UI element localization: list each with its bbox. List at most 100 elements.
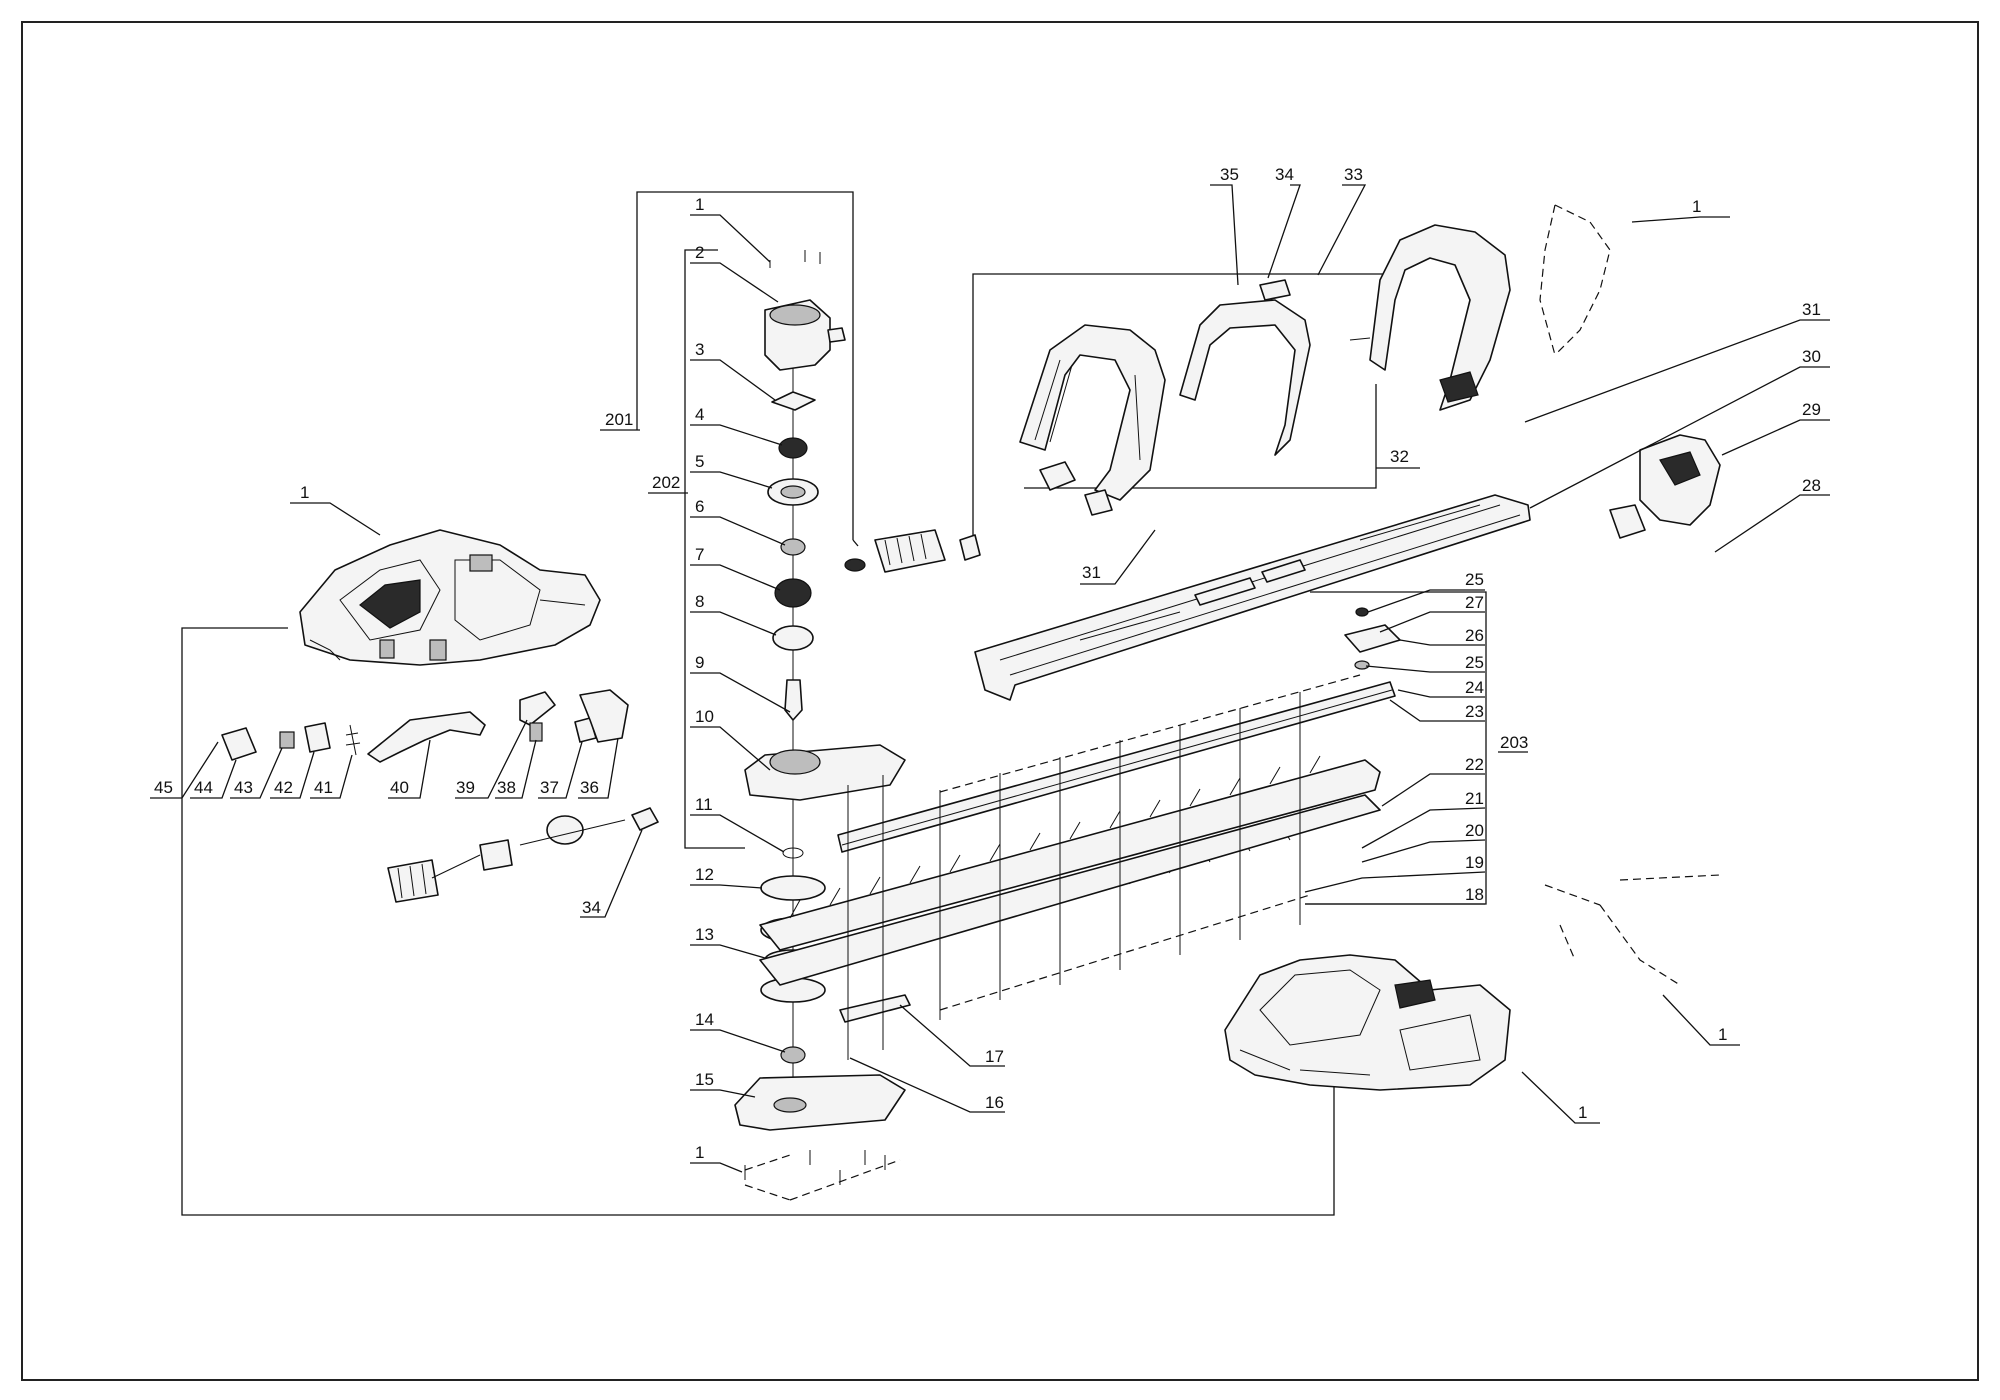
leader-line: [580, 829, 643, 918]
leader-line: [1524, 319, 1830, 423]
leader-line: [1631, 216, 1730, 223]
callout-label: 32: [1390, 447, 1409, 466]
leader-line: [1304, 871, 1486, 893]
leader-line: [1361, 807, 1486, 849]
callout-labels: 1234567891011121314151161718192021222324…: [154, 165, 1821, 1162]
leader-line: [455, 719, 528, 799]
callout-label: 37: [540, 778, 559, 797]
callout-label: 20: [1465, 821, 1484, 840]
callout-label: 2: [695, 243, 704, 262]
callout-label: 25: [1465, 653, 1484, 672]
leader-line: [495, 739, 537, 799]
callout-label: 44: [194, 778, 213, 797]
leader-line: [690, 359, 776, 401]
part-41-spring: [345, 724, 361, 756]
gearbox-cover: [734, 1074, 906, 1131]
callout-label: 36: [580, 778, 599, 797]
leader-line: [690, 884, 763, 889]
leader-line: [310, 754, 353, 799]
callout-label: 19: [1465, 853, 1484, 872]
leader-line: [230, 747, 283, 799]
rear-housing-left-half: [299, 529, 601, 666]
callout-label: 5: [695, 452, 704, 471]
rear-grip-29: [1609, 434, 1721, 539]
leader-line: [690, 672, 791, 713]
leader-line: [690, 726, 771, 771]
callout-label: 27: [1465, 593, 1484, 612]
callout-label: 30: [1802, 347, 1821, 366]
leader-line: [690, 214, 771, 263]
leader-line: [1381, 773, 1485, 807]
callout-label: 1: [695, 195, 704, 214]
part-39: [519, 691, 556, 726]
handle-bracket-right: [1349, 204, 1611, 411]
leader-line: [690, 471, 773, 489]
callout-label: 34: [582, 898, 601, 917]
part-34-lower: [631, 807, 659, 831]
assembly-45-box: [181, 627, 1335, 1216]
callout-label: 21: [1465, 789, 1484, 808]
leader-line: [690, 1162, 743, 1173]
leader-lines: [150, 184, 1830, 1173]
callout-label: 40: [390, 778, 409, 797]
callout-label: 18: [1465, 885, 1484, 904]
leader-line: [190, 759, 237, 799]
callout-label: 1: [300, 483, 309, 502]
callout-label: 38: [497, 778, 516, 797]
leader-line: [690, 516, 786, 546]
leader-line: [1521, 1071, 1600, 1124]
part-42: [304, 722, 331, 753]
callout-label: 31: [1802, 300, 1821, 319]
callout-label: 45: [154, 778, 173, 797]
callout-label: 34: [1275, 165, 1294, 184]
callout-label: 14: [695, 1010, 714, 1029]
leader-line: [690, 1089, 756, 1098]
switch-parts-row: [221, 689, 629, 763]
leader-line: [1267, 184, 1301, 279]
front-handle-outer: [1019, 324, 1166, 516]
leader-line: [150, 741, 219, 799]
callout-label: 4: [695, 405, 704, 424]
callout-label: 11: [695, 795, 713, 814]
leader-line: [690, 564, 781, 591]
leader-line: [690, 814, 785, 853]
switch-module-lower: [387, 807, 659, 903]
leader-line: [1210, 184, 1239, 286]
part-44: [221, 727, 257, 761]
leader-line: [1365, 665, 1485, 673]
callout-label: 12: [695, 865, 714, 884]
callout-label: 10: [695, 707, 714, 726]
callout-label: 6: [695, 497, 704, 516]
callout-label: 3: [695, 340, 704, 359]
leader-line: [1379, 611, 1485, 633]
leader-line: [538, 741, 583, 799]
leader-line: [290, 502, 381, 536]
blade-cover: [974, 494, 1531, 701]
rear-housing-right-half: [1224, 874, 1721, 1091]
assembly-202-bracket: [684, 249, 745, 849]
front-handle-inner: [1179, 279, 1311, 456]
callout-label: 1: [1692, 197, 1701, 216]
callout-label: 26: [1465, 626, 1484, 645]
assembly-32-box: [965, 273, 1384, 556]
leader-line: [1080, 529, 1156, 585]
callout-label: 28: [1802, 476, 1821, 495]
leader-line: [388, 739, 431, 799]
leader-line: [690, 424, 783, 446]
leader-line: [690, 611, 777, 636]
leader-line: [1389, 699, 1485, 722]
callout-label: 24: [1465, 678, 1484, 697]
leader-line: [1361, 839, 1486, 863]
callout-label: 1: [695, 1143, 704, 1162]
callout-label: 17: [985, 1047, 1004, 1066]
callout-label: 39: [456, 778, 475, 797]
callout-label: 29: [1802, 400, 1821, 419]
callout-label: 42: [274, 778, 293, 797]
callout-label: 23: [1465, 702, 1484, 721]
leader-line: [690, 944, 766, 959]
callout-label: 7: [695, 545, 704, 564]
leader-line: [1397, 689, 1485, 698]
callout-label: 31: [1082, 563, 1101, 582]
leader-line: [578, 737, 619, 799]
